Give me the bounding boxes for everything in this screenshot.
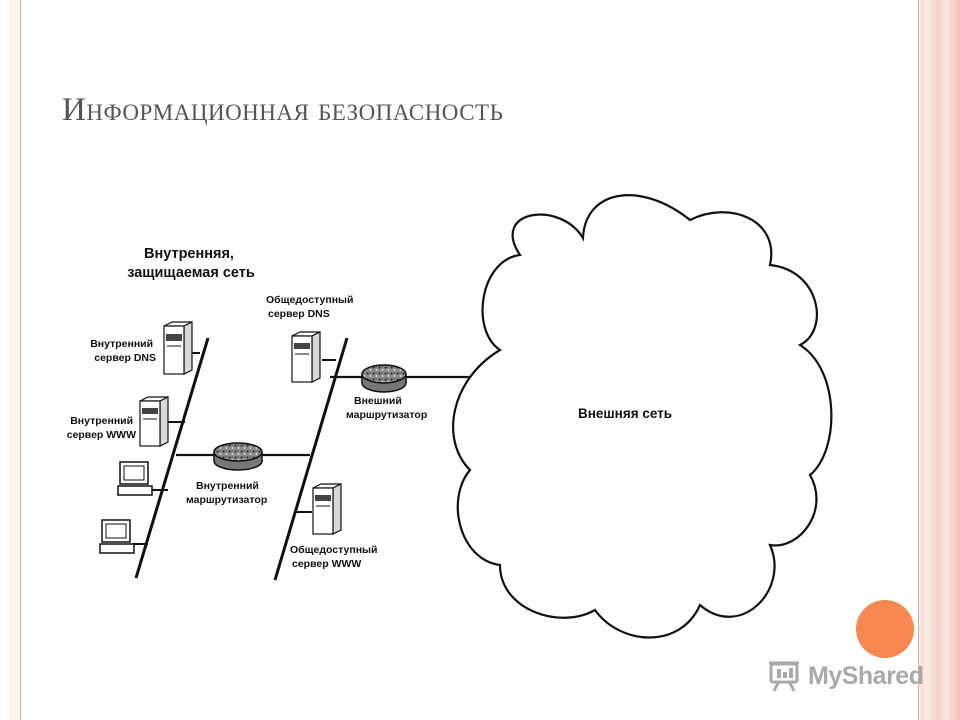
external-router-label-line2: маршрутизатор	[346, 409, 427, 421]
internal-router-label: Внутренний маршрутизатор	[186, 480, 267, 506]
internal-www-label-line1: Внутренний	[70, 415, 133, 427]
internal-dns-label-line2: сервер DNS	[94, 352, 156, 364]
slide-title: Информационная безопасность	[62, 92, 504, 128]
accent-circle	[856, 600, 914, 658]
internal-www-label: Внутренний сервер WWW	[67, 415, 136, 441]
slide-frame-left	[10, 0, 21, 720]
internal-dns-server-icon	[163, 321, 193, 375]
external-router-label: Внешний маршрутизатор	[346, 395, 427, 421]
internal-www-server-icon	[139, 396, 169, 447]
external-network-cloud	[452, 194, 833, 639]
internal-dns-label-line1: Внутренний	[90, 338, 153, 350]
public-www-label-line1: Общедоступный	[290, 544, 377, 556]
presentation-board-icon	[769, 661, 799, 692]
public-dns-label-line1: Общедоступный	[266, 294, 353, 306]
public-dns-label: Общедоступный сервер DNS	[266, 294, 356, 320]
internal-www-label-line2: сервер WWW	[67, 429, 136, 441]
internal-router-label-line1: Внутренний	[196, 480, 259, 492]
public-www-label-line2: сервер WWW	[292, 558, 361, 570]
public-www-server-icon	[312, 483, 342, 535]
internal-network-label-line1: Внутренняя,	[144, 246, 234, 262]
public-dns-label-line2: сервер DNS	[268, 308, 330, 320]
internal-network-label: Внутренняя, защищаемая сеть	[127, 246, 255, 281]
internal-dns-label: Внутренний сервер DNS	[90, 338, 156, 364]
internal-router-icon	[213, 442, 263, 471]
internal-network-label-line2: защищаемая сеть	[127, 265, 255, 281]
dmz-network-backbone	[273, 337, 349, 581]
workstation-icon	[99, 519, 135, 554]
slide-frame-right	[918, 0, 960, 720]
public-www-label: Общедоступный сервер WWW	[290, 544, 380, 570]
external-router-icon	[361, 364, 407, 393]
external-network-label: Внешняя сеть	[578, 406, 672, 421]
watermark: MyShared	[768, 656, 928, 696]
internal-router-label-line2: маршрутизатор	[186, 494, 267, 506]
external-router-label-line1: Внешний	[354, 395, 402, 407]
public-dns-server-icon	[291, 331, 321, 383]
workstation-icon	[117, 461, 153, 496]
internal-network-backbone	[134, 337, 210, 579]
watermark-text: MyShared	[808, 661, 924, 690]
